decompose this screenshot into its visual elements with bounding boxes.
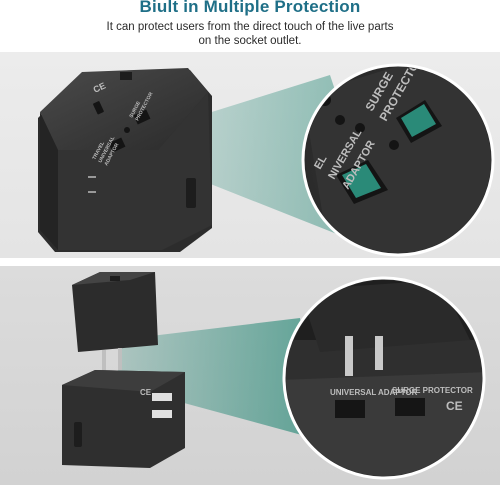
header: Biult in Multiple Protection It can prot… xyxy=(0,0,500,60)
ce-mark: CE xyxy=(92,80,108,94)
usb-port-2 xyxy=(152,410,172,418)
teal-socket-lower xyxy=(342,164,381,198)
adapter-top-device: CE SURGE PROTECTOR TRAVEL UNIVERSAL ADAP… xyxy=(38,68,212,252)
zoom-bottom-universal: UNIVERSAL ADAPTOR xyxy=(330,388,418,397)
zoom-beam-bottom xyxy=(118,318,320,440)
page-subtitle: It can protect users from the direct tou… xyxy=(106,21,394,47)
teal-socket-upper xyxy=(401,104,436,137)
slider-icon xyxy=(74,422,82,447)
plug-module xyxy=(72,272,158,372)
plug-pin-right xyxy=(118,348,122,370)
zoom-bottom-surge: SURGE PROTECTOR xyxy=(392,386,473,395)
zoom-pin-left xyxy=(345,336,353,376)
zoom-circle-top: SURGE PROTECTOR EL NIVERSAL ADAPTOR xyxy=(301,63,495,257)
plug-pin-left xyxy=(102,350,106,372)
side-slider-icon xyxy=(186,178,196,208)
panel-divider xyxy=(0,258,500,266)
bottom-ce-mark: CE xyxy=(140,388,152,397)
zoom-pin-right xyxy=(375,336,383,370)
adapter-bottom-device: CE xyxy=(62,370,185,468)
zoom-circle-bottom: UNIVERSAL ADAPTOR SURGE PROTECTOR CE xyxy=(282,276,486,480)
usb-port-1 xyxy=(152,393,172,401)
zoom-bottom-ce: CE xyxy=(446,399,463,413)
page-title: Biult in Multiple Protection xyxy=(139,0,361,16)
